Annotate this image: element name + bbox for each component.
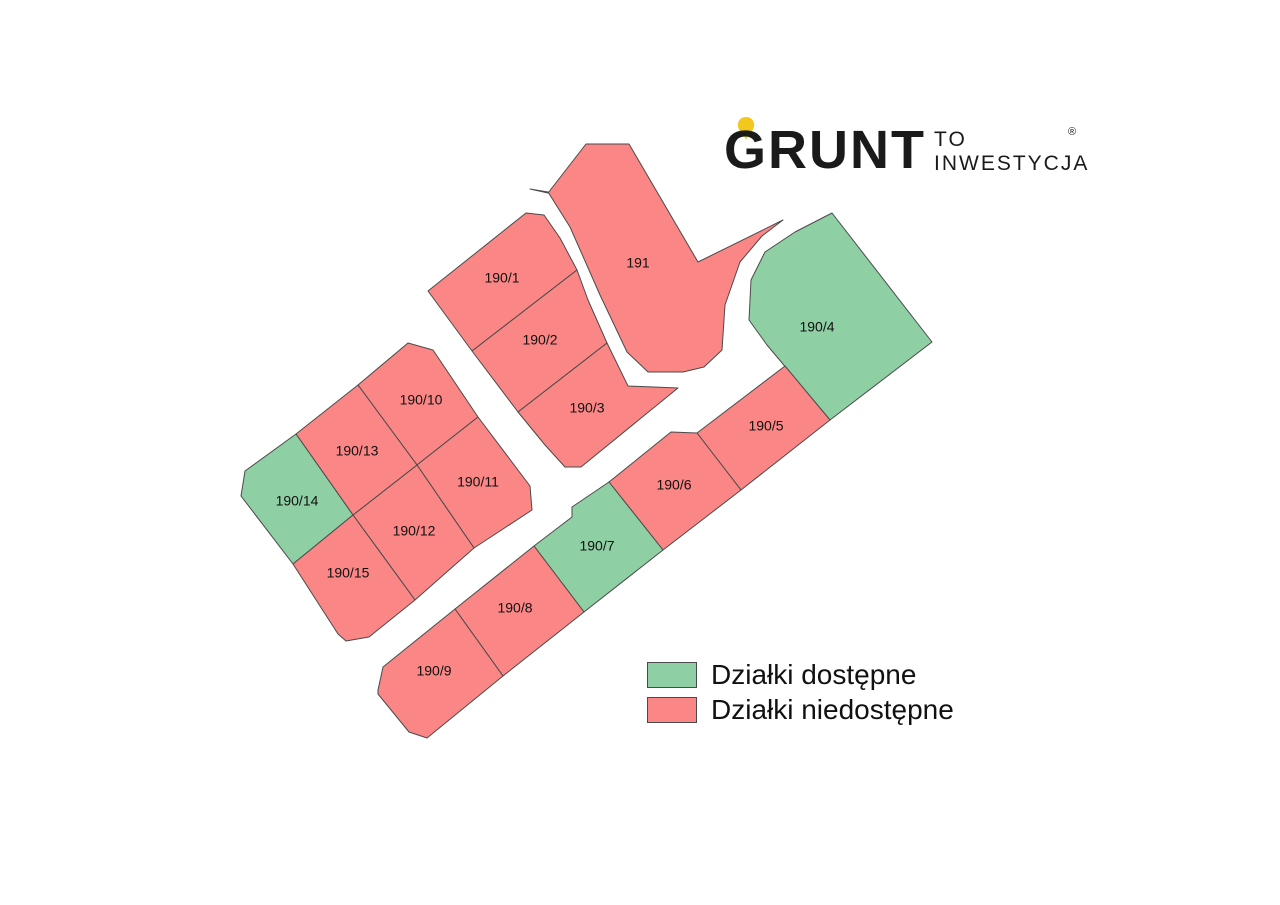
logo: GRUNT TO INWESTYCJA ® [724, 117, 1089, 180]
plot-label-190-11: 190/11 [457, 474, 499, 490]
plot-190-2[interactable] [471, 269, 608, 413]
plot-label-190-8: 190/8 [497, 600, 532, 616]
legend-label-available: Działki dostępne [711, 658, 917, 690]
legend-item-unavailable: Działki niedostępne [647, 692, 954, 727]
plot-label-190-3: 190/3 [569, 400, 604, 416]
plot-190-3[interactable] [517, 342, 679, 468]
plot-label-191: 191 [626, 255, 650, 271]
plots-layer [240, 143, 933, 739]
plot-label-190-4: 190/4 [799, 319, 834, 335]
logo-tagline-to: TO [934, 128, 967, 151]
plot-label-190-13: 190/13 [336, 443, 379, 459]
plot-label-190-5: 190/5 [748, 418, 783, 434]
logo-pin-icon [737, 117, 755, 140]
plot-label-190-9: 190/9 [416, 663, 451, 679]
legend-label-unavailable: Działki niedostępne [711, 693, 954, 725]
plot-label-190-10: 190/10 [400, 392, 443, 408]
plot-label-190-2: 190/2 [522, 332, 557, 348]
plot-label-190-7: 190/7 [579, 538, 614, 554]
labels-layer: 191 190/1 190/2 190/3 190/4 190/5 190/6 190/7 19… [276, 255, 835, 679]
legend-item-available: Działki dostępne [647, 657, 954, 692]
logo-registered-mark: ® [1068, 126, 1076, 138]
plot-label-190-14: 190/14 [276, 493, 319, 509]
plot-190-15[interactable] [292, 514, 416, 642]
legend-swatch-unavailable [647, 696, 697, 723]
plot-label-190-1: 190/1 [484, 270, 519, 286]
plot-190-4[interactable] [748, 212, 933, 421]
plot-label-190-12: 190/12 [393, 523, 436, 539]
logo-tagline-inwestycja: INWESTYCJA [934, 152, 1089, 175]
plot-label-190-15: 190/15 [327, 565, 370, 581]
legend: Działki dostępne Działki niedostępne [647, 657, 954, 727]
plot-191[interactable] [529, 143, 784, 373]
plot-190-9[interactable] [377, 608, 504, 739]
legend-swatch-available [647, 661, 697, 688]
logo-wordmark: GRUNT [724, 120, 926, 180]
plot-label-190-6: 190/6 [656, 477, 691, 493]
